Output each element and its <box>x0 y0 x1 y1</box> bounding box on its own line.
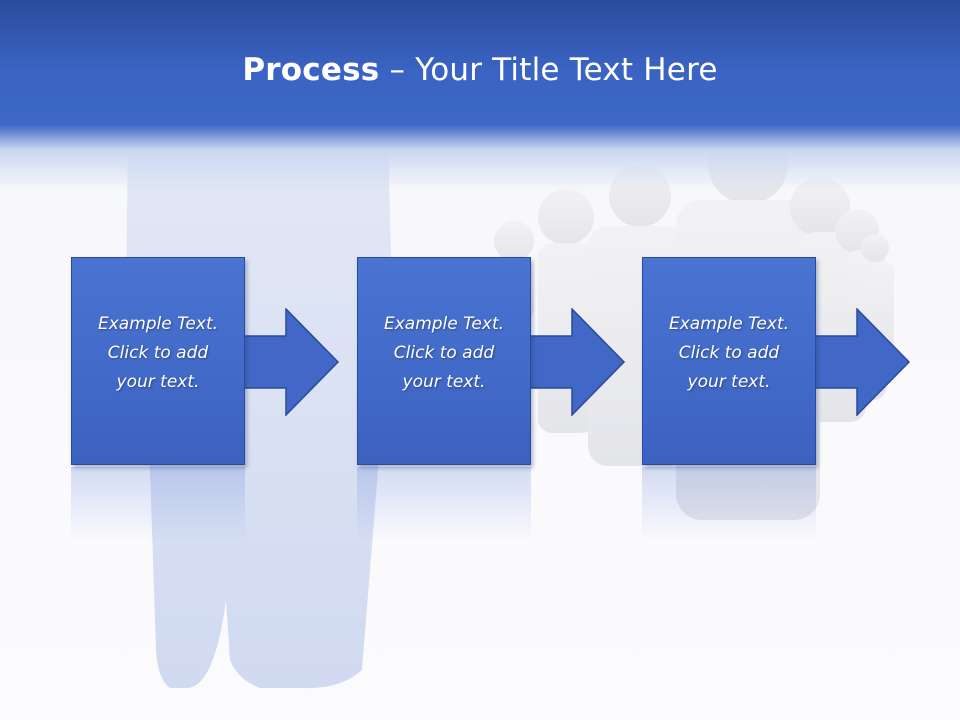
header-band <box>0 0 960 190</box>
step-3-line-1: Example Text. <box>668 314 790 334</box>
step-3-text: Example Text. Click to add your text. <box>643 310 815 397</box>
step-2-reflection <box>357 467 531 542</box>
step-3-line-3: your text. <box>687 372 771 392</box>
step-3-line-2: Click to add <box>678 343 780 363</box>
step-1-arrow-icon <box>244 308 340 416</box>
process-step-2[interactable]: Example Text. Click to add your text. <box>357 257 531 465</box>
step-1-reflection <box>71 467 245 542</box>
step-3-arrow-icon <box>815 308 911 416</box>
process-step-1[interactable]: Example Text. Click to add your text. <box>71 257 245 465</box>
step-1-line-1: Example Text. <box>97 314 219 334</box>
step-2-text: Example Text. Click to add your text. <box>358 310 530 397</box>
step-2-line-2: Click to add <box>393 343 495 363</box>
step-1-line-3: your text. <box>116 372 200 392</box>
step-3-reflection <box>642 467 816 542</box>
title-rest-part: – Your Title Text Here <box>379 52 718 88</box>
step-2-line-1: Example Text. <box>383 314 505 334</box>
title-bold-part: Process <box>242 52 380 88</box>
step-1-text: Example Text. Click to add your text. <box>72 310 244 397</box>
step-1-line-2: Click to add <box>107 343 209 363</box>
slide-title[interactable]: Process – Your Title Text Here <box>0 52 960 88</box>
process-step-3[interactable]: Example Text. Click to add your text. <box>642 257 816 465</box>
step-2-arrow-icon <box>530 308 626 416</box>
step-2-line-3: your text. <box>402 372 486 392</box>
